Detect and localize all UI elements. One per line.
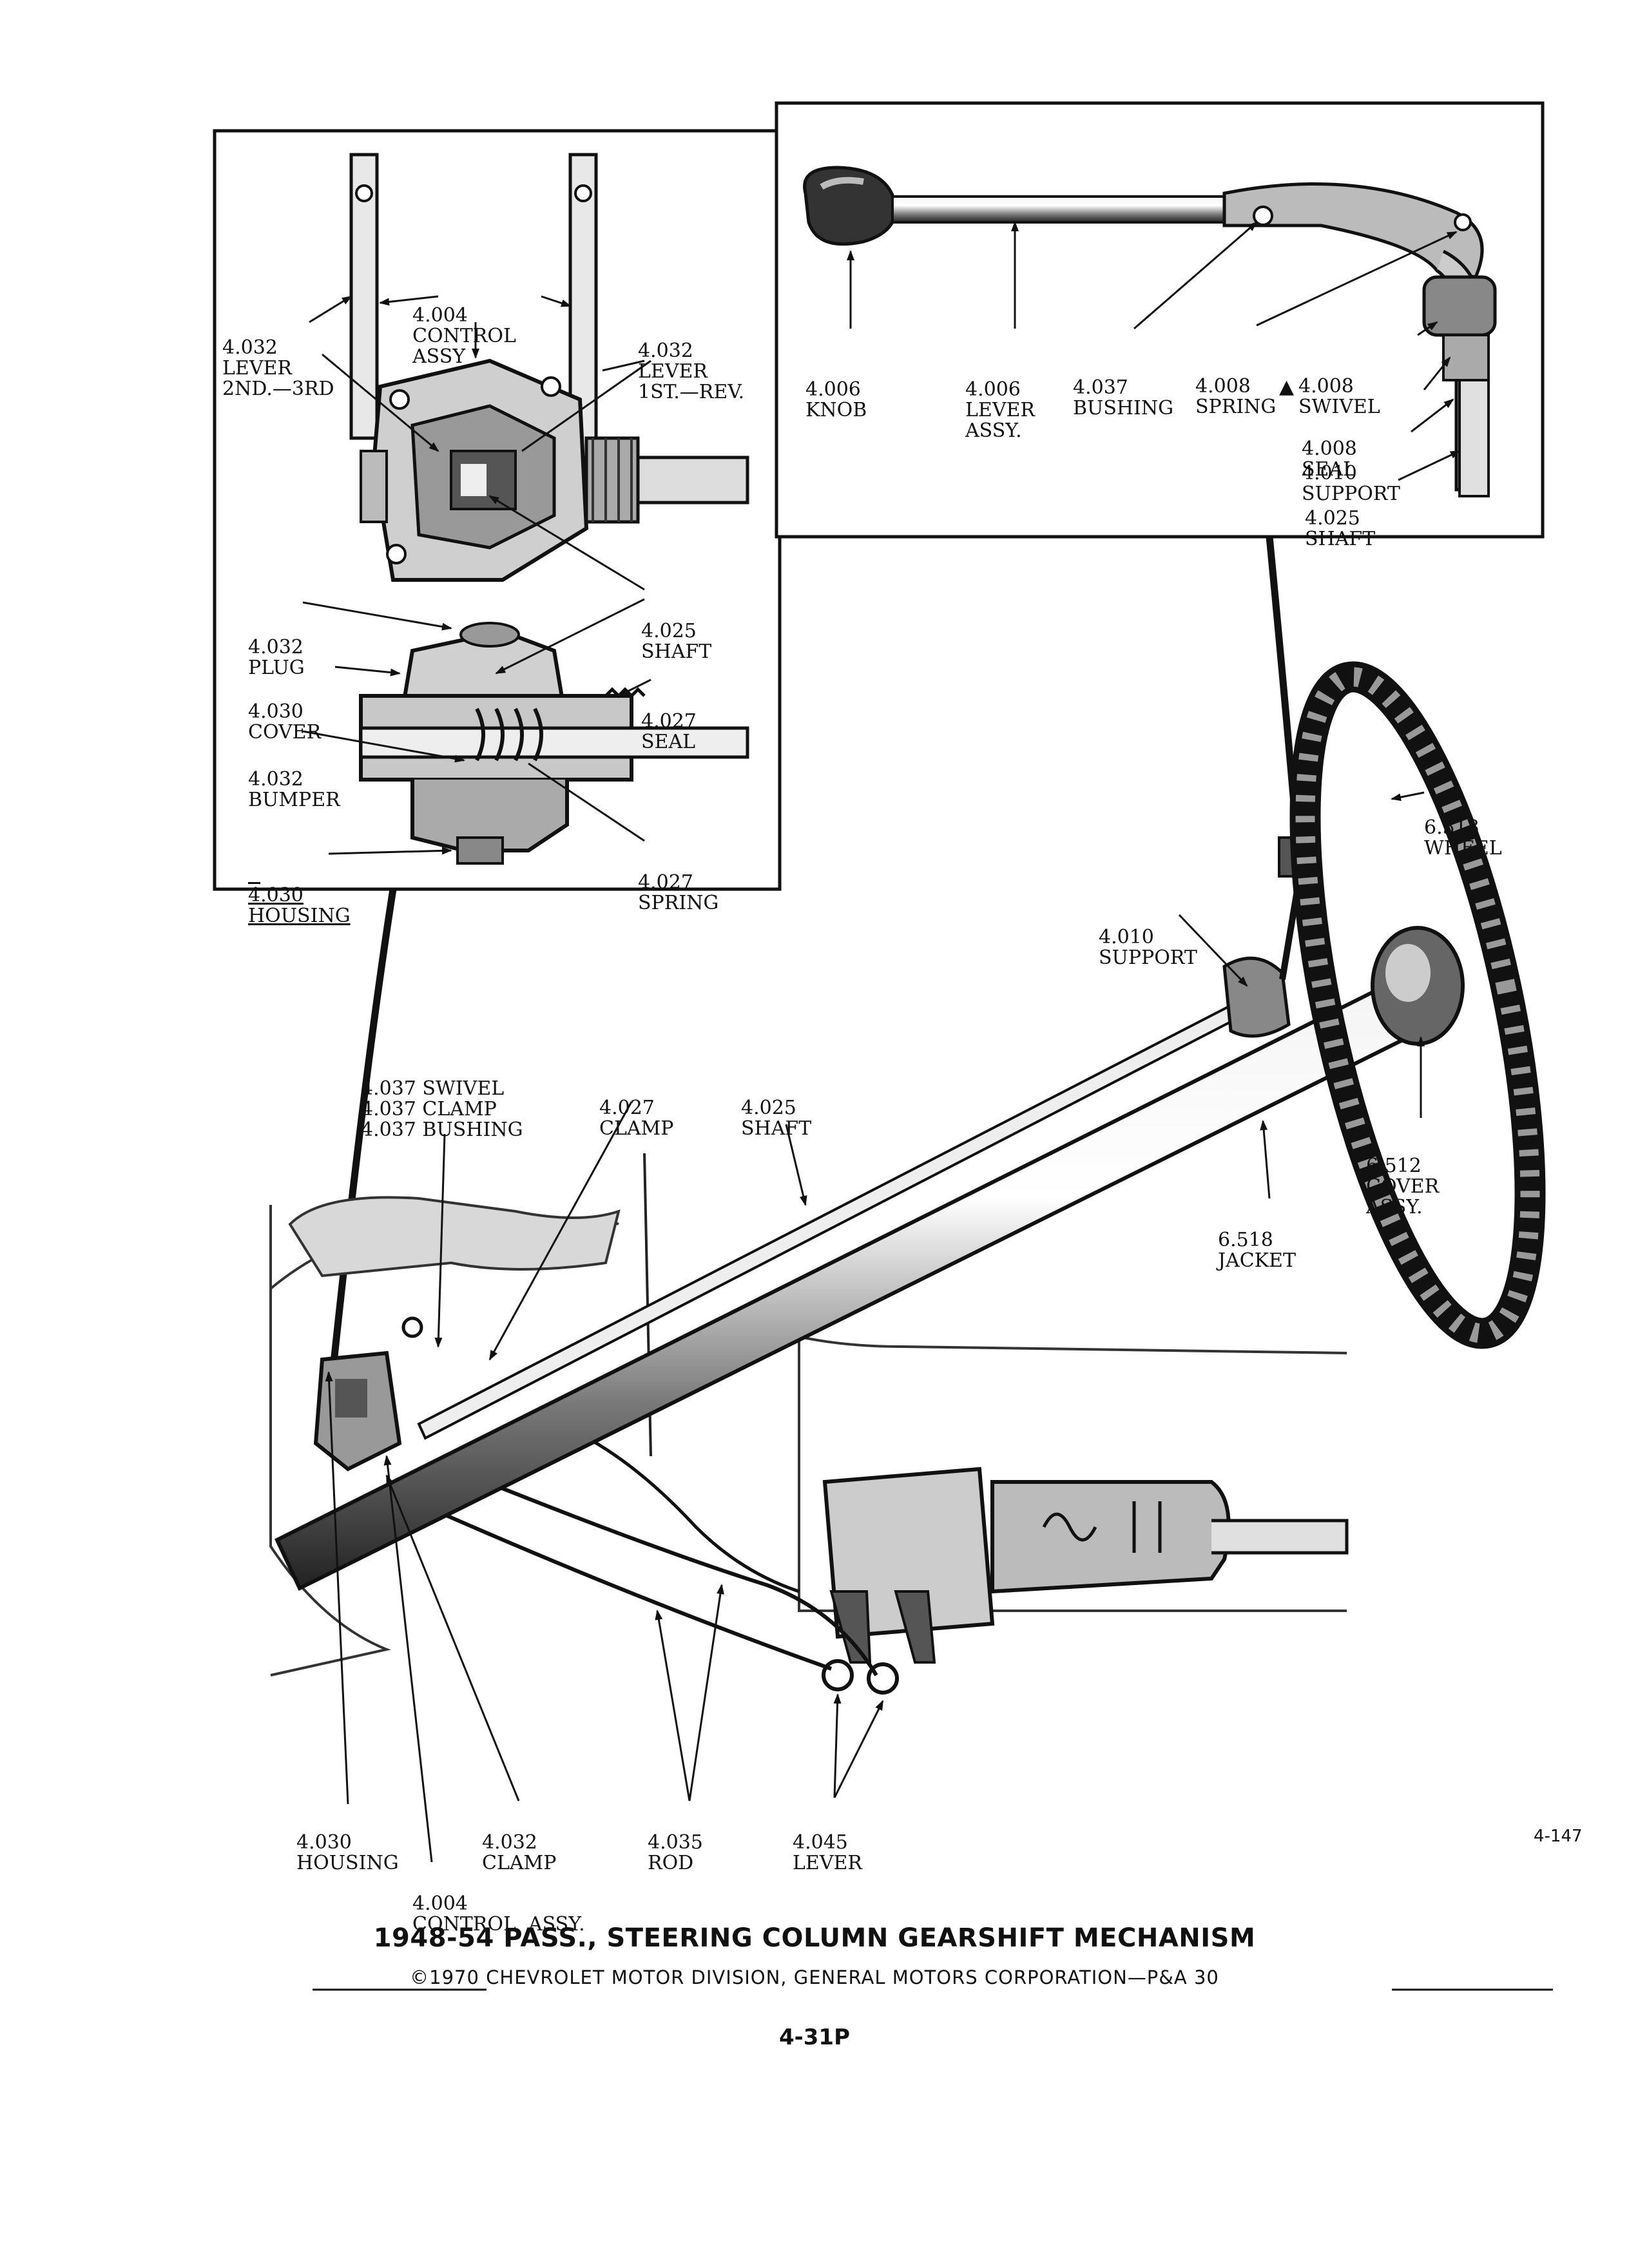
- shift-lever-inset: [775, 101, 1545, 539]
- page-title: 1948-54 PASS., STEERING COLUMN GEARSHIFT…: [373, 1923, 1256, 1953]
- control-assembly-inset: [213, 129, 782, 891]
- main-illustration: [269, 661, 1546, 1695]
- page-number: 4-31P: [778, 2024, 850, 2050]
- inset-connector-left: [322, 889, 397, 1444]
- copyright-line: ©1970 CHEVROLET MOTOR DIVISION, GENERAL …: [410, 1966, 1219, 1988]
- leader-lines: [302, 221, 1461, 1863]
- marker-triangle-icon: ▲: [1279, 376, 1295, 398]
- figure-number: 4-147: [1534, 1827, 1583, 1846]
